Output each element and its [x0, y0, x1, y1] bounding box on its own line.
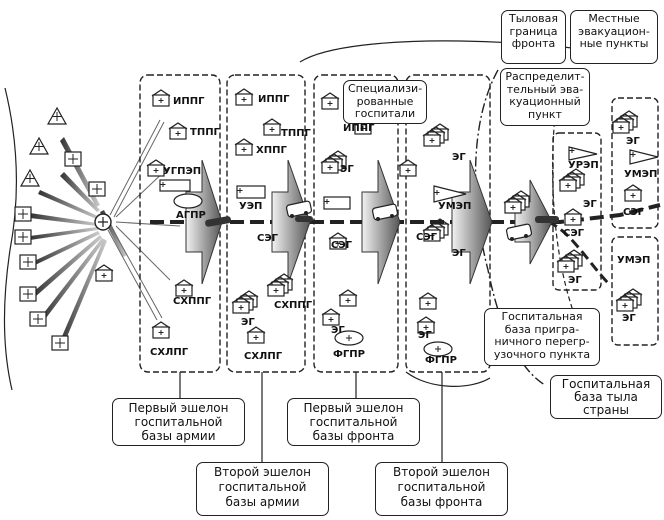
node-label-tppg: ТППГ — [190, 127, 220, 138]
node-label-eg-5: ЭГ — [452, 248, 466, 259]
node-label-eg-4: ЭГ — [452, 152, 466, 163]
distribution-point-label: Распределит- тельный эва- куационный пун… — [500, 68, 590, 126]
node-label-eg-1: ЭГ — [241, 317, 255, 328]
country-base-label: Госпитальная база тыла страны — [550, 375, 662, 419]
node-label-shppg-1: СХППГ — [173, 296, 212, 307]
node-label-eg-6: ЭГ — [418, 330, 432, 341]
node-label-seg-4: СЭГ — [563, 228, 585, 239]
node-label-eg-3: ЭГ — [331, 325, 345, 336]
node-label-eg-8: ЭГ — [568, 275, 582, 286]
node-label-umep-3: УМЭП — [617, 255, 651, 266]
army-echelon-1-label: Первый эшелон госпитальной базы армии — [112, 398, 245, 446]
rear-border-label: Тыловая граница фронта — [501, 10, 566, 64]
node-label-seg-1: СЭГ — [257, 233, 279, 244]
node-label-ippg: ИППГ — [173, 96, 205, 107]
node-label-fgpr-2: ФГПР — [425, 355, 457, 366]
local-points-label: Местные эвакуацион- ные пункты — [570, 10, 658, 64]
front-echelon-2-label: Второй эшелон госпитальной базы фронта — [375, 462, 508, 516]
node-label-eg-10: ЭГ — [622, 313, 636, 324]
node-label-tppg-2: ТППГ — [281, 128, 311, 139]
node-label-ippg-3: ИППГ — [343, 123, 375, 134]
node-label-eg-2: ЭГ — [340, 164, 354, 175]
node-label-ippg-2: ИППГ — [258, 94, 290, 105]
army-echelon-2-label: Второй эшелон госпитальной базы армии — [196, 462, 329, 516]
specialized-hospitals-label: Специализи- рованные госпитали — [343, 80, 427, 124]
front-echelon-1-label: Первый эшелон госпитальной базы фронта — [287, 398, 420, 446]
border-base-label: Госпитальная база пригра- ничного перегр… — [484, 308, 600, 366]
node-label-seg-5: СЭГ — [623, 207, 645, 218]
node-label-fgpr-1: ФГПР — [333, 349, 365, 360]
node-label-umep-2: УМЭП — [624, 169, 658, 180]
node-label-hppg: ХППГ — [256, 145, 287, 156]
node-label-ugpep: УГПЭП — [163, 166, 202, 177]
node-label-shlpg-1: СХЛПГ — [150, 347, 189, 358]
node-label-umep-1: УМЭП — [438, 201, 472, 212]
node-label-seg-2: СЭГ — [331, 240, 353, 251]
node-label-shlpg-2: СХЛПГ — [244, 351, 283, 362]
node-label-eg-9: ЭГ — [626, 136, 640, 147]
node-label-eg-7: ЭГ — [583, 199, 597, 210]
node-label-shppg-2: СХППГ — [274, 300, 313, 311]
node-label-seg-3: СЭГ — [416, 232, 438, 243]
node-label-uep: УЭП — [239, 201, 263, 212]
node-label-agpr: АГПР — [176, 210, 206, 221]
node-label-urep: УРЭП — [568, 160, 599, 171]
